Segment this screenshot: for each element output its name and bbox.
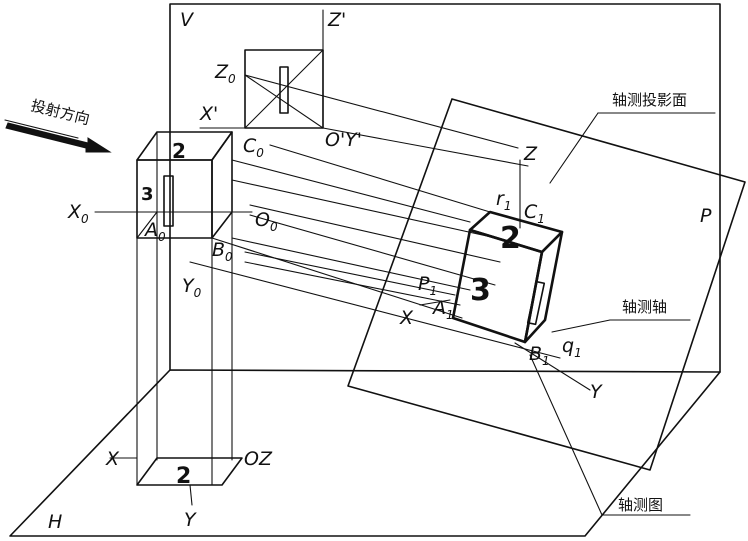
v-square-slot [279, 66, 289, 114]
callout-axonometric-axis: 轴测轴 [622, 298, 667, 316]
axon-cube-front-number: 3 [470, 273, 491, 308]
label-b1: B1 [529, 343, 550, 368]
label-x-h: X [105, 448, 120, 470]
p-plane [347, 98, 746, 471]
axon-drawing-leader [529, 354, 603, 516]
projector-lines [189, 74, 561, 359]
source-cube-front-number: 3 [141, 184, 154, 205]
label-z0: Z0 [214, 61, 236, 86]
label-oz: OZ [244, 448, 273, 470]
label-z-prime: Z' [327, 9, 346, 31]
v-plane [169, 3, 721, 373]
label-b0: B0 [212, 239, 233, 264]
projection-direction-arrow [4, 119, 112, 153]
h-plane [9, 369, 721, 537]
label-a1: A1 [431, 297, 454, 322]
x-axis [419, 299, 451, 306]
axonometric-cube [451, 210, 564, 344]
v-square-diagonal [244, 74, 324, 129]
label-v: V [180, 9, 195, 31]
label-r1: r1 [496, 188, 511, 213]
y-axis [514, 342, 591, 391]
callout-axonometric-plane: 轴测投影面 [612, 91, 687, 109]
label-y-h: Y [184, 509, 197, 531]
label-z: Z [523, 143, 538, 165]
label-y-axis: Y [590, 381, 603, 403]
h-square-number: 2 [176, 464, 191, 489]
v-square-diagonal-2 [244, 49, 324, 129]
axon-cube-top-number: 2 [500, 221, 521, 256]
label-x-axis: X [399, 307, 414, 329]
label-x0: X0 [67, 201, 89, 226]
h-projection-square [136, 457, 243, 486]
axon-plane-leader [549, 112, 599, 184]
label-o0: O0 [255, 209, 278, 234]
label-c1: C1 [524, 201, 545, 226]
label-y0: Y0 [182, 275, 202, 300]
label-c0: C0 [243, 135, 264, 160]
label-o-prime-y-prime: O'Y' [325, 129, 362, 151]
callout-axonometric-drawing: 轴测图 [618, 496, 663, 514]
label-p-plane: P [700, 205, 712, 227]
callout-projection-direction: 投射方向 [29, 96, 92, 128]
label-q1: q1 [562, 335, 582, 360]
y-axis-h [189, 484, 193, 506]
axon-axis-leader [551, 319, 611, 333]
label-a0: A0 [143, 219, 166, 244]
label-p1: P1 [418, 273, 437, 298]
source-cube-top-number: 2 [172, 139, 186, 163]
label-x-prime: X' [199, 103, 218, 125]
label-h: H [48, 511, 62, 533]
